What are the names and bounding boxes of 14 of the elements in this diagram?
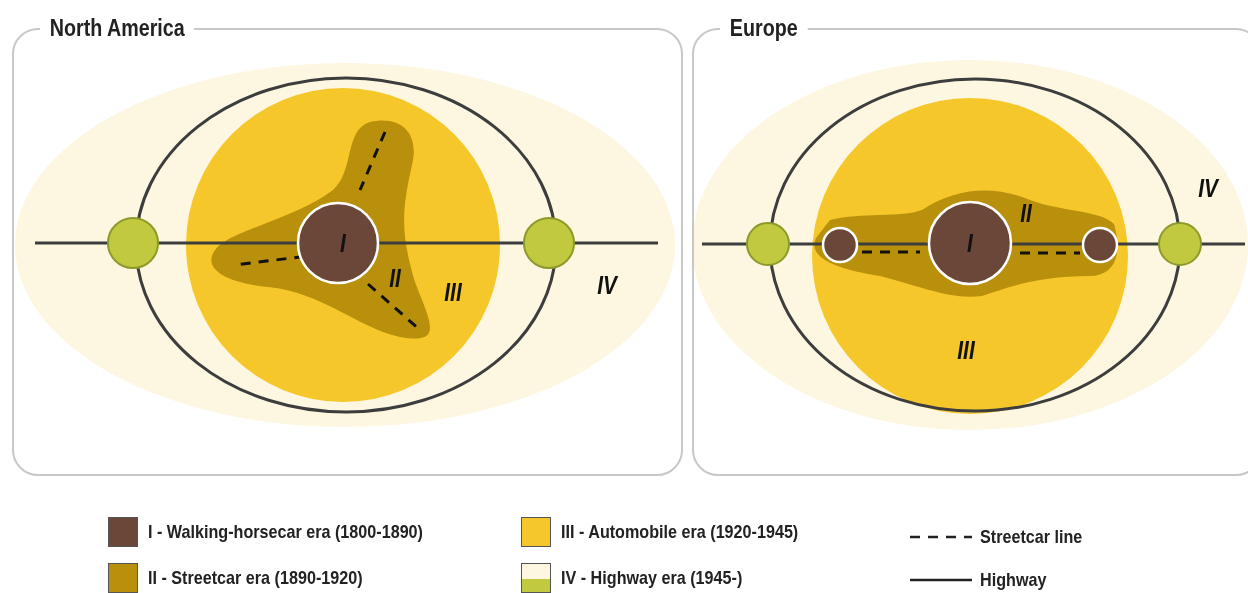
legend-text: Highway	[980, 569, 1047, 591]
era-numeral: I	[967, 229, 973, 257]
era-numeral: IV	[1198, 174, 1218, 202]
legend-text: II - Streetcar era (1890-1920)	[148, 567, 363, 589]
legend-text: Streetcar line	[980, 526, 1083, 548]
legend-text: I - Walking-horsecar era (1800-1890)	[148, 521, 423, 543]
era-numeral: III	[444, 278, 462, 306]
era-numeral: I	[340, 229, 346, 257]
legend-text: IV - Highway era (1945-)	[561, 567, 743, 589]
era-numeral: III	[957, 336, 975, 364]
era-numeral: II	[389, 264, 401, 292]
era-numeral: II	[1020, 199, 1032, 227]
era-numeral: IV	[597, 271, 617, 299]
legend-text: III - Automobile era (1920-1945)	[561, 521, 799, 543]
